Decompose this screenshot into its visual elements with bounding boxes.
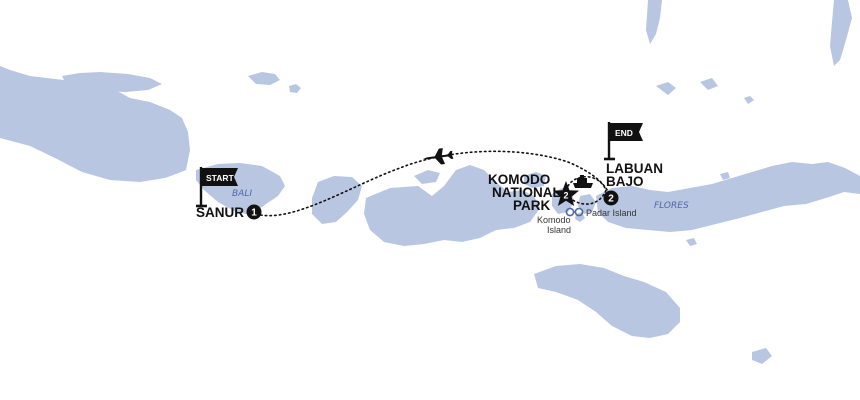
islet-2 [289,84,301,93]
stop-komodo-national-park: KOMODO NATIONAL PARK 2 [488,172,579,213]
islet-ende [742,178,752,186]
islet-kangean [248,72,280,85]
start-flag-label: START [206,173,235,183]
end-flag: END [604,122,643,161]
place-label-padar: Padar Island [586,208,637,218]
stop-label-komodo-line2: NATIONAL [492,185,561,200]
stop-number-2: 2 [608,194,614,205]
start-flag: START [196,167,238,208]
island-madura [62,72,162,92]
islet-tanahjampea [656,82,676,95]
island-sulawesi-south [646,0,662,44]
stop-label-komodo-line1: KOMODO [488,172,550,187]
stop-marker-2 [603,190,619,206]
stop-number-2-star: 2 [563,191,568,201]
island-flores [596,162,860,232]
region-label-bali: BALI [232,189,252,199]
stop-label-labuan: LABUAN [606,161,663,176]
flag-icon [202,168,238,186]
island-selayar [830,0,852,66]
islet-south-flores [752,348,772,364]
flight-route [255,150,611,217]
island-sumba [534,264,680,338]
islet-palue [686,238,697,246]
stop-label-bajo: BAJO [606,174,644,189]
islet-n-flores [720,172,730,180]
island-moyo [414,170,440,184]
island-java [0,66,190,182]
islet-bonerate [744,96,754,104]
stop-label-komodo-line3: PARK [513,198,551,213]
binoculars-icon [565,207,584,217]
island-lombok [312,176,362,224]
stop-labuan-bajo: LABUAN BAJO 2 [603,161,663,206]
stop-marker-1 [246,204,262,220]
end-flag-label: END [615,128,633,138]
island-sangeang [524,172,546,188]
land-masses [0,0,860,364]
stop-label-sanur: SANUR [196,205,244,220]
boat-icon [573,175,593,188]
islet-kalao [700,78,718,90]
stop-sanur: SANUR 1 [196,204,262,220]
place-label-komodo-line2: Island [547,225,571,235]
route [255,150,611,217]
region-label-flores: FLORES [654,201,689,211]
star-marker-icon [553,181,579,206]
boat-route-loop [567,175,607,205]
flag-icon [610,123,643,141]
place-label-komodo-line1: Komodo [537,215,571,225]
island-sumbawa [364,165,540,246]
plane-icon [423,148,454,165]
stop-number-1: 1 [251,208,257,219]
